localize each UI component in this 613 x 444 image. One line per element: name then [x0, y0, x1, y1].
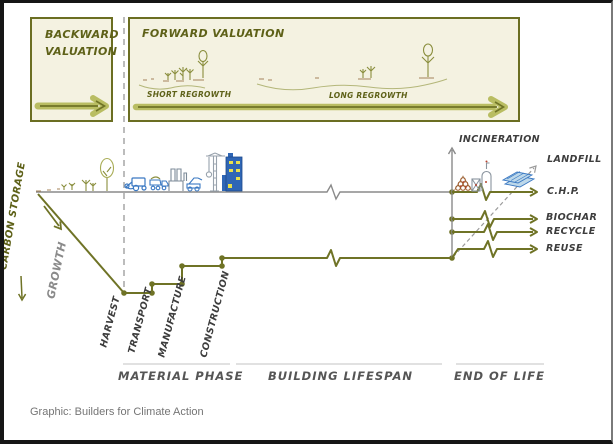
biochar-label: BIOCHAR [546, 212, 598, 223]
phase-label-material: MATERIAL PHASE [118, 369, 244, 383]
loader-truck-icon [186, 177, 203, 192]
phase-label-end-of-life: END OF LIFE [454, 369, 545, 383]
backward-arrow [34, 95, 109, 117]
step-nodes [121, 189, 455, 296]
woodpile-icon [453, 175, 473, 192]
end-of-life-axis [447, 146, 457, 258]
landfill-panels-icon [501, 171, 536, 188]
building-icon [222, 153, 243, 192]
recycle-label: RECYCLE [546, 226, 596, 237]
forward-arrow [132, 96, 508, 118]
carbon-release-diagonal [37, 193, 125, 294]
tree-icon [99, 157, 115, 191]
forest-plants [36, 157, 115, 192]
short-regrowth-plants [138, 49, 209, 90]
factory-icon [168, 168, 188, 191]
long-regrowth-label: LONG REGROWTH [329, 91, 408, 100]
harvester-icon [124, 177, 147, 192]
backward-valuation-title: BACKWARD VALUATION [45, 28, 119, 58]
phase-label-building-lifespan: BUILDING LIFESPAN [267, 369, 414, 383]
chp-line [452, 183, 533, 201]
forward-valuation-title: FORWARD VALUATION [142, 27, 285, 40]
reuse-line [451, 240, 533, 259]
material-phase-step-line [124, 249, 452, 294]
caption: Graphic: Builders for Climate Action [30, 406, 204, 418]
short-regrowth-label: SHORT REGROWTH [147, 90, 232, 99]
biochar-line [452, 210, 533, 228]
crane-icon [205, 152, 225, 192]
landfill-label: LANDFILL [547, 154, 602, 165]
ground-baseline [36, 183, 452, 201]
end-of-life-branches [451, 183, 538, 259]
incineration-label: INCINERATION [459, 134, 541, 145]
chp-label: C.H.P. [547, 186, 580, 197]
growth-arrow [43, 205, 63, 231]
recycle-line [452, 223, 533, 241]
incinerator-plant-icon [471, 160, 492, 192]
long-regrowth-plants [256, 43, 448, 91]
dump-truck-icon [149, 176, 169, 191]
carbon-storage-axis-arrow [17, 275, 27, 302]
reuse-label: REUSE [546, 243, 583, 254]
